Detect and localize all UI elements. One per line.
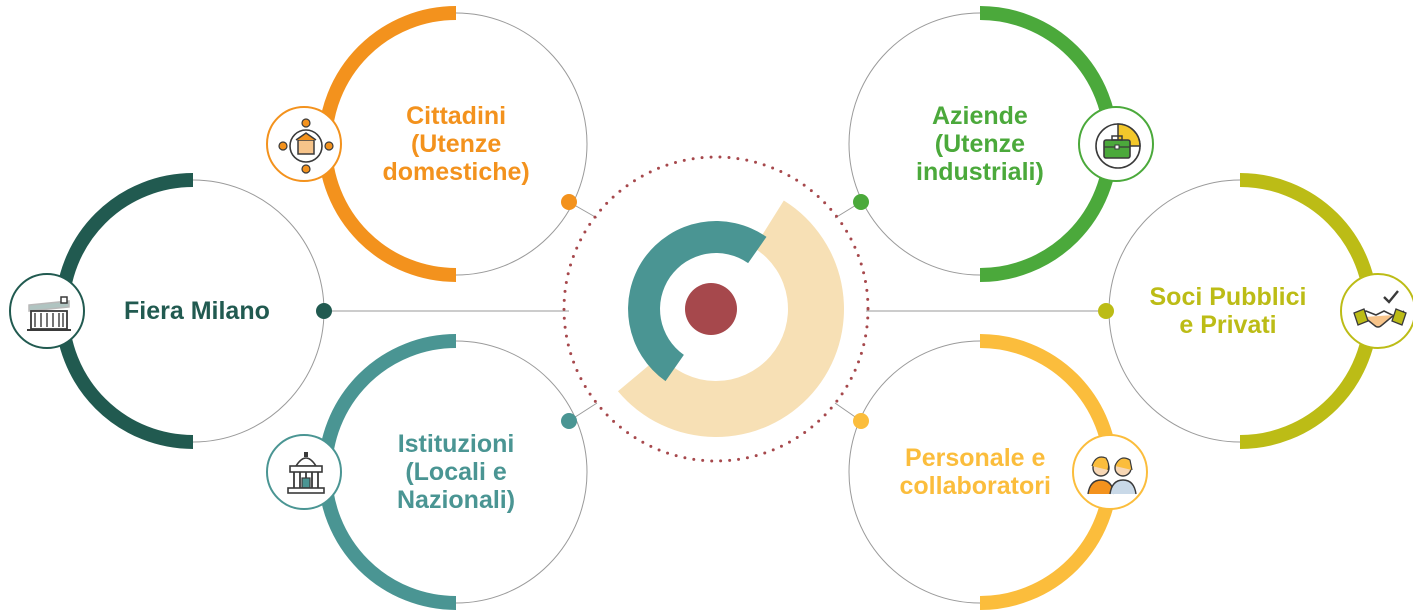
connector-dot-soci: [1098, 303, 1114, 319]
central-hub: [562, 155, 870, 463]
label-line-istituzioni: Nazionali): [397, 486, 516, 514]
label-line-personale: collaboratori: [899, 472, 1051, 500]
label-line-cittadini: domestiche): [382, 158, 530, 186]
label-fiera: Fiera Milano: [124, 297, 270, 325]
institution-icon: [266, 434, 342, 510]
connector-dot-aziende: [853, 194, 869, 210]
people-icon: [1072, 434, 1148, 510]
building-icon: [9, 273, 85, 349]
label-line-soci: e Privati: [1179, 311, 1277, 339]
briefcase-chart-icon: [1078, 106, 1154, 182]
label-line-fiera: Fiera Milano: [124, 297, 270, 325]
label-line-aziende: industriali): [916, 158, 1044, 186]
dotted-ring: [562, 155, 870, 463]
hub-light-arc: [617, 200, 844, 437]
hub-core: [685, 283, 737, 335]
connector-dot-personale: [853, 413, 869, 429]
connector-dot-fiera: [316, 303, 332, 319]
household-icon: [266, 106, 342, 182]
hub-dark-arc: [628, 221, 767, 382]
label-line-aziende: (Utenze: [934, 130, 1026, 158]
handshake-icon: [1340, 273, 1413, 349]
label-line-aziende: Aziende: [931, 102, 1028, 130]
connector-dot-cittadini: [561, 194, 577, 210]
label-line-soci: Soci Pubblici: [1149, 283, 1307, 311]
connector-dot-istituzioni: [561, 413, 577, 429]
label-line-cittadini: (Utenze: [410, 130, 502, 158]
label-line-personale: Personale e: [905, 444, 1046, 472]
label-line-istituzioni: Istituzioni: [397, 430, 515, 458]
label-line-istituzioni: (Locali e: [405, 458, 507, 486]
label-line-cittadini: Cittadini: [406, 102, 507, 130]
